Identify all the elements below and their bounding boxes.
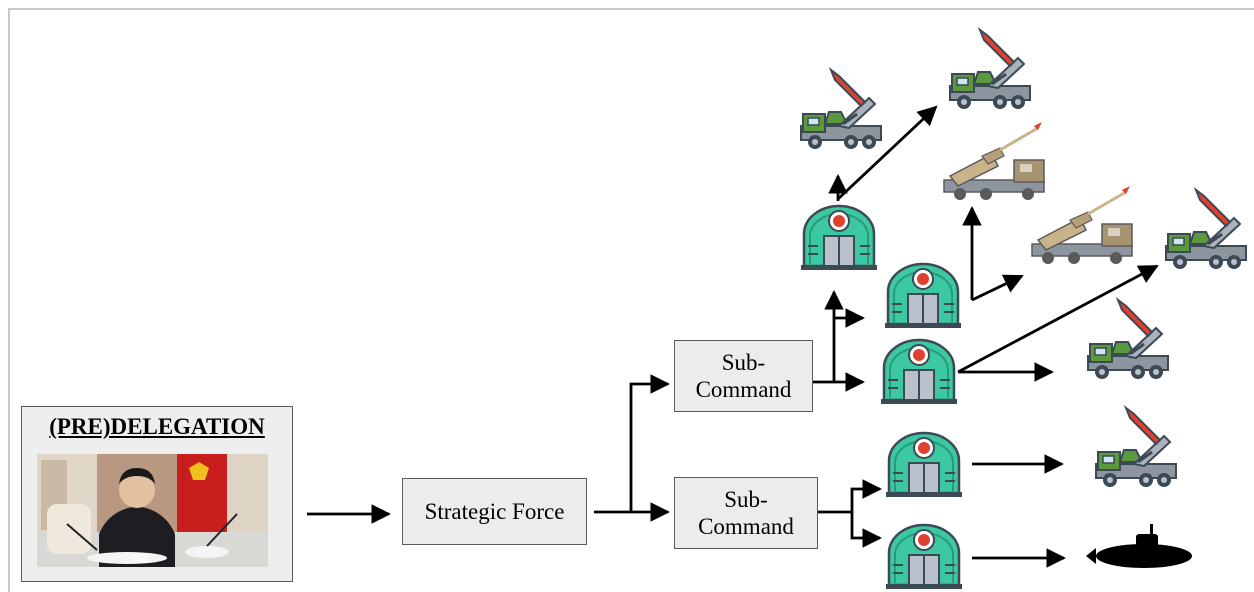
base-icon (799, 204, 879, 272)
missile-launcher-truck-icon (799, 68, 883, 151)
base-icon (884, 431, 964, 499)
sub-command-box-1: Sub- Command (674, 340, 813, 412)
sub-command-label: Sub- Command (698, 487, 794, 539)
predelegation-title: (PRE)DELEGATION (49, 414, 265, 439)
rocket-artillery-truck-icon (942, 120, 1046, 202)
submarine-icon (1086, 524, 1192, 568)
arrow-base-c-to-tel-3 (957, 264, 1159, 374)
missile-launcher-truck-icon (948, 28, 1032, 111)
strategic-force-label: Strategic Force (424, 499, 565, 524)
strategic-force-box: Strategic Force (402, 478, 587, 545)
arrow-base-b-to-mlrs-2 (971, 274, 1024, 302)
sub-command-box-2: Sub- Command (674, 477, 818, 549)
base-icon (883, 262, 963, 330)
missile-launcher-truck-icon (1094, 406, 1178, 489)
frame-border (8, 8, 1254, 592)
base-icon (879, 338, 959, 406)
arrow-sub2-to-base-e (850, 512, 882, 548)
missile-launcher-truck-icon (1086, 298, 1170, 381)
arrow-force-to-subcommand-1 (629, 374, 670, 512)
base-icon (884, 523, 964, 591)
predelegation-panel: (PRE)DELEGATION (21, 406, 293, 582)
rocket-artillery-truck-icon (1030, 184, 1134, 266)
arrow-base-a-to-tel-2 (837, 105, 938, 201)
arrow-sub2-to-base-d (818, 479, 882, 514)
missile-launcher-truck-icon (1164, 188, 1248, 271)
sub-command-label: Sub- Command (695, 350, 792, 402)
leader-photo (37, 454, 268, 567)
